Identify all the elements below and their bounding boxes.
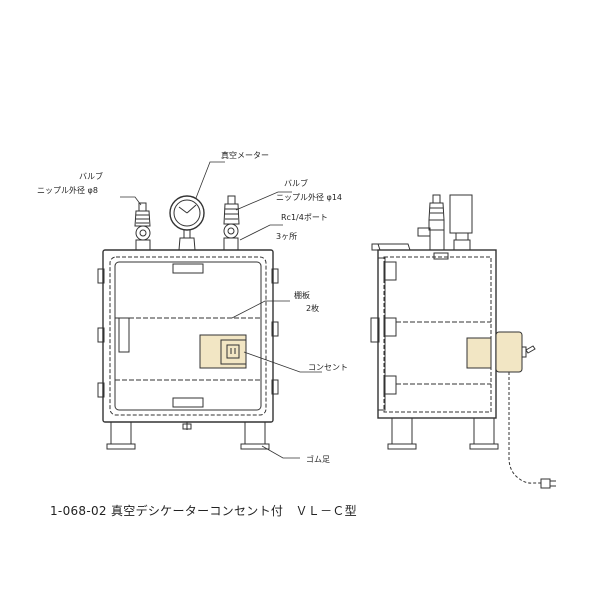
label-nipple-right: ニップル外径 φ14 xyxy=(276,192,342,202)
leader-rubber-feet xyxy=(261,445,300,459)
front-hinge-left-3 xyxy=(97,382,105,398)
side-gauge-body xyxy=(449,194,473,234)
side-valve-knob xyxy=(417,227,431,237)
gauge-stem xyxy=(183,229,191,239)
gauge-base xyxy=(178,237,196,251)
label-port: Rc1/4ポート xyxy=(281,213,328,222)
front-foot-right xyxy=(244,421,266,445)
side-view xyxy=(370,194,556,489)
gauge-needle xyxy=(186,204,197,214)
front-hinge-right-2 xyxy=(271,321,279,337)
side-hinge-2 xyxy=(383,317,397,337)
leader-valve-right xyxy=(235,191,292,211)
front-valve-right-nipple xyxy=(223,203,240,225)
front-valve-left-nipple xyxy=(134,210,151,227)
side-top-latch xyxy=(371,243,381,251)
leader-port xyxy=(239,224,283,241)
label-gauge: 真空メーター xyxy=(221,150,269,160)
leader-gauge xyxy=(195,161,225,199)
side-foot-right xyxy=(473,417,495,445)
front-foot-right-pad xyxy=(240,443,270,450)
side-foot-left-pad xyxy=(387,443,417,450)
label-outlet: コンセント xyxy=(308,363,348,372)
front-valve-left xyxy=(134,202,151,251)
leader-lines xyxy=(120,161,322,459)
front-valve-right xyxy=(223,195,240,251)
front-hinge-left-1 xyxy=(97,268,105,284)
leader-valve-left xyxy=(120,196,142,206)
front-outlet-socket xyxy=(226,344,240,359)
front-valve-right-knob xyxy=(223,223,239,239)
side-hinge-1 xyxy=(383,261,397,281)
front-foot-left-pad xyxy=(106,443,136,450)
leader-outlet xyxy=(243,351,322,373)
side-foot-right-pad xyxy=(469,443,499,450)
label-valve-left: バルブ xyxy=(79,171,103,181)
side-handle xyxy=(370,317,380,343)
front-hinge-right-3 xyxy=(271,379,279,395)
side-inner-frame xyxy=(383,256,492,413)
side-outlet-box xyxy=(495,331,523,373)
label-rubber-feet: ゴム足 xyxy=(306,454,330,464)
side-gauge xyxy=(449,194,473,251)
front-door-handle xyxy=(118,317,130,353)
front-hinge-left-2 xyxy=(97,327,105,343)
label-port-count: 3ヶ所 xyxy=(276,231,297,241)
side-plug-body xyxy=(540,478,551,489)
product-caption: 1-068-02 真空デシケーターコンセント付 ＶＬ－Ｃ型 xyxy=(50,504,357,518)
label-shelf: 棚板 xyxy=(294,290,310,300)
side-door-edge xyxy=(377,257,386,411)
label-nipple-left: ニップル外径 φ8 xyxy=(37,185,98,195)
side-top-tab xyxy=(433,252,449,260)
side-power-cord xyxy=(508,372,541,484)
front-valve-right-nipple-top xyxy=(227,195,236,205)
side-outlet-switch xyxy=(525,345,536,354)
front-foot-left xyxy=(110,421,132,445)
front-vacuum-gauge xyxy=(169,195,205,251)
leader-shelf xyxy=(231,300,290,319)
front-valve-left-knob xyxy=(135,225,151,241)
side-top-rail xyxy=(372,243,411,251)
side-valve xyxy=(417,194,445,251)
front-top-tab xyxy=(172,263,204,274)
front-view xyxy=(97,195,279,450)
front-hinge-right-1 xyxy=(271,268,279,284)
label-valve-right: バルブ xyxy=(284,178,308,188)
front-bottom-tab xyxy=(172,397,204,408)
labels: バルブ ニップル外径 φ8 真空メーター バルブ ニップル外径 φ14 Rc1/… xyxy=(37,150,348,464)
front-outlet-plate xyxy=(220,339,247,365)
gauge-face xyxy=(173,199,201,227)
side-outlet-switch-base xyxy=(521,346,527,358)
label-shelf-count: 2枚 xyxy=(306,303,319,313)
front-valve-right-base xyxy=(223,237,239,251)
front-center-drain-cap xyxy=(182,423,192,430)
front-door-frame xyxy=(109,256,267,416)
side-foot-left xyxy=(391,417,413,445)
side-hinge-3 xyxy=(383,375,397,395)
side-outlet-inner xyxy=(466,337,492,369)
front-door-inner xyxy=(114,261,262,411)
front-valve-left-base xyxy=(135,239,151,251)
